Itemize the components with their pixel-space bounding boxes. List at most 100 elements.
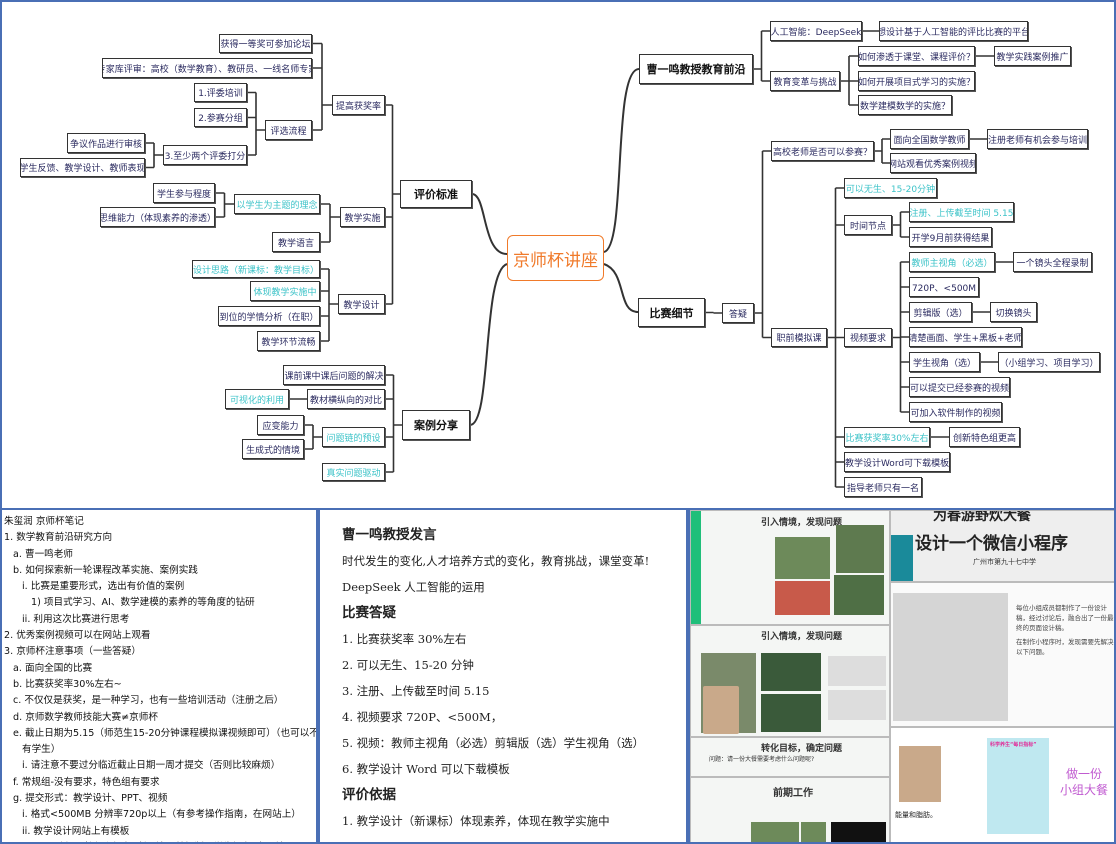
mind-map-node[interactable]: 学生反馈、教学设计、教师表现 [20,158,145,177]
mind-map-node[interactable]: 问题链的预设 [322,427,385,447]
mind-map-node[interactable]: 1.评委培训 [194,83,247,102]
slide-1[interactable]: 引入情境，发现问题 [690,510,890,625]
slides-panel: 引入情境，发现问题 引入情境，发现问题 转化目标，确定问题 问题：请一份大餐需要… [688,508,1116,844]
mind-map-branch-node[interactable]: 比赛细节 [638,298,705,327]
mind-map-node[interactable]: 注册、上传截至时间 5.15 [909,202,1014,222]
slide-question: 问题：请一份大餐需要考虑什么问题呢? [709,756,815,763]
mind-map-node[interactable]: 设计思路（新课标：教学目标） [192,260,320,278]
note-line: 朱玺润 京师杯笔记 [4,516,84,527]
mind-map-node[interactable]: 如何开展项目式学习的实施？ [858,71,975,91]
note-line: 1. 数学教育前沿研究方向 [4,532,113,544]
mind-map-node[interactable]: 3.至少两个评委打分 [163,145,247,165]
mind-map-node[interactable]: 学生视角（选） [909,352,980,372]
connector-line [215,192,234,218]
mind-map-node[interactable]: 可加入软件制作的视频 [909,402,1002,422]
mind-map-node[interactable]: 教学实施 [340,207,385,227]
mind-map-node[interactable]: 视频要求 [844,328,892,347]
mind-map-node[interactable]: 争议作品进行审核 [67,133,145,153]
mind-map-node[interactable]: 课前课中课后问题的解决 [283,365,385,385]
connector-line [892,261,909,413]
mind-map-node[interactable]: 生成式的情境 [242,439,304,459]
mind-map-branch-node[interactable]: 案例分享 [402,410,470,440]
presenter-video [703,686,739,734]
slide-2[interactable]: 引入情境，发现问题 [690,625,890,737]
connector-line [320,268,338,342]
mind-map-node[interactable]: 人工智能：DeepSeek [770,21,862,41]
mind-map-node[interactable]: 获得一等奖可参加论坛 [219,34,312,53]
slide-big-text: 做一份 小组大餐 [1059,767,1108,797]
note-line: f. 常规组-没有要求，特色组有要求 [13,776,160,788]
mind-map-node[interactable]: 可以提交已经参赛的视频 [909,377,1010,397]
slide-3[interactable]: 转化目标，确定问题 问题：请一份大餐需要考虑什么问题呢? [690,737,890,777]
mind-map-node[interactable]: 专家库评审：高校（数学教育）、教研员、一线名师专家 [102,58,312,78]
slide-text: 在制作小程序时，发现需要先解决以下问题。 [1016,638,1114,656]
mind-map-node[interactable]: 面向全国数学教师 [890,129,969,149]
mind-map-node[interactable]: 时间节点 [844,215,892,235]
qa-item: 2. 可以无生、15-20 分钟 [342,658,474,672]
mind-map-node[interactable]: 应变能力 [257,415,304,435]
mind-map-node[interactable]: 教学环节流畅 [257,331,320,351]
slide-4[interactable]: 前期工作 [690,777,890,842]
slide-title: 转化目标，确定问题 [761,744,843,754]
slide-title-page[interactable]: 为春游野炊大餐 设计一个微信小程序 广州市第九十七中学 [890,510,1114,582]
mind-map-node[interactable]: 评选流程 [265,120,312,140]
mind-map-node[interactable]: 学生参与程度 [153,183,215,203]
mind-map-node[interactable]: 创新特色组更高 [949,427,1020,447]
mind-map-node[interactable]: 清楚画面、学生+黑板+老师 [909,327,1022,347]
note-line: 1) 项目式学习、AI、数学建模的素养的等角度的钻研 [31,597,255,609]
mind-map-branch-node[interactable]: 评价标准 [400,180,472,208]
mind-map-node[interactable]: 数学建模数学的实施？ [858,95,952,115]
connector-line [754,150,771,339]
mind-map-node[interactable]: 高校老师是否可以参赛？ [771,141,874,161]
mind-map-node[interactable]: 教学实践案例推广 [994,46,1071,66]
mind-map-node[interactable]: 教师主视角（必选） [909,252,995,272]
mind-map-center-node[interactable]: 京师杯讲座 [507,235,604,281]
mind-map-node[interactable]: 教学语言 [272,232,320,252]
speech-line: 时代发生的变化,人才培养方式的变化，教育挑战，课堂变革! [342,554,650,568]
mind-map-node[interactable]: 网站观看优秀案例视频 [890,153,976,173]
mind-map-node[interactable]: 教育变革与挑战 [770,71,840,91]
connector-line [145,142,163,169]
mind-map-node[interactable]: 思维能力（体现素养的渗透） [100,207,215,227]
connector-line [827,187,844,488]
slide-meal[interactable]: 能量和脂肪。 科学养生“每日指标” 做一份 小组大餐 [890,727,1114,842]
mind-map-node[interactable]: 教学设计Word可下载模板 [844,452,950,472]
mind-map-node[interactable]: 如何渗透于课堂、课程评价？ [858,46,975,66]
qa-item: 5. 视频：教师主视角（必选）剪辑版（选）学生视角（选） [342,736,645,750]
mind-map-node[interactable]: 提高获奖率 [332,95,385,115]
mind-map-node[interactable]: 比赛获奖率30%左右 [844,427,930,447]
mind-map-node[interactable]: 答疑 [722,303,754,323]
mind-map-node[interactable]: 体现教学实施中 [250,281,320,301]
note-line: 3. 京师杯注意事项（一些答疑） [4,646,141,658]
connector-line [840,55,858,106]
mind-map-node[interactable]: 一个镜头全程录制 [1013,252,1092,272]
mind-map-node[interactable]: 教学设计 [338,294,385,314]
mind-map-node[interactable]: 真实问题驱动 [322,463,385,481]
mind-map-node[interactable]: 教材横纵向的对比 [307,389,385,409]
presenter-video [899,746,941,802]
connector-line [304,424,322,450]
connector-line [753,30,770,82]
mind-map-branch-node[interactable]: 曹一鸣教授教育前沿 [639,54,753,84]
mind-map-node[interactable]: 以学生为主题的理念 [234,194,320,214]
connector-line [320,203,340,243]
mind-map-node[interactable]: 到位的学情分析（在职） [218,306,320,326]
mind-map-node[interactable]: 开学9月前获得结果 [909,227,992,247]
mind-map-node[interactable]: 剪辑版（选） [909,302,972,322]
mind-map-node[interactable]: 切换镜头 [990,302,1037,322]
mind-map-node[interactable]: 职前模拟课 [771,328,827,347]
mind-map-node[interactable]: 想设计基于人工智能的评比比赛的平台 [879,21,1028,41]
mind-map-node[interactable]: （小组学习、项目学习） [998,352,1100,372]
connector-line [385,104,400,305]
mind-map-node[interactable]: 2.参赛分组 [194,108,247,127]
mind-map-node[interactable]: 指导老师只有一名 [844,477,922,497]
slide-title: 引入情境，发现问题 [761,632,843,642]
slide-sketch[interactable]: 每位小组成员都制作了一份设计稿，经过讨论后，融合出了一份最终的页面设计稿。 在制… [890,582,1114,727]
mind-map-node[interactable]: 可视化的利用 [225,389,289,409]
note-line: i. 比赛是重要形式，选出有价值的案例 [22,581,185,593]
slide-text: 每位小组成员都制作了一份设计稿，经过讨论后，融合出了一份最终的页面设计稿。 [1016,604,1114,632]
mind-map-node[interactable]: 注册老师有机会参与培训 [987,129,1088,149]
mind-map-node[interactable]: 可以无生、15-20分钟 [844,178,937,198]
mind-map-node[interactable]: 720P、<500M [909,277,979,297]
